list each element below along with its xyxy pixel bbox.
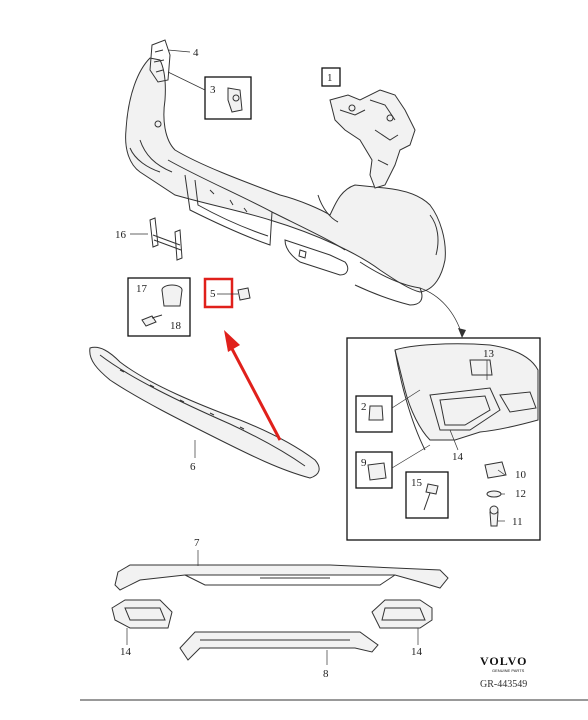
brand-tagline: GENUINE PARTS [492,668,525,673]
callout-14-right: 14 [411,646,423,658]
callout-15: 15 [411,477,423,489]
callout-labels: 1 2 3 4 5 6 7 8 9 10 11 12 13 14 14 14 1… [115,47,527,680]
callout-16: 16 [115,229,127,241]
callout-9: 9 [361,457,367,469]
callout-6: 6 [190,461,196,473]
lower-trim-part-8[interactable] [179,631,379,661]
callout-3: 3 [210,84,216,96]
detail-inset-panel [346,337,541,541]
rear-bumper-cover[interactable] [125,39,446,306]
callout-2: 2 [361,401,367,413]
exhaust-tip-left-part-14[interactable] [111,599,173,629]
callout-18: 18 [170,320,182,332]
callout-14-left: 14 [120,646,132,658]
rear-diffuser-part-7[interactable] [114,564,449,591]
callout-4: 4 [193,47,199,59]
callout-11: 11 [512,516,523,528]
callout-1: 1 [327,72,333,84]
clip-bracket-part-16[interactable] [149,217,183,261]
drawing-code: GR-443549 [480,679,527,690]
callout-5: 5 [210,288,216,300]
callout-12: 12 [515,488,526,500]
exhaust-tip-right-part-14[interactable] [371,599,433,629]
callout-14-inset: 14 [452,451,464,463]
bumper-bracket-part-1[interactable] [329,89,416,189]
lower-trim-strip-part-6[interactable] [89,346,320,479]
callout-17: 17 [136,283,148,295]
part-box-17-18[interactable] [127,277,191,337]
brand-block: VOLVO GENUINE PARTS GR-443549 [480,654,527,690]
callout-8: 8 [323,668,329,680]
callout-7: 7 [194,537,200,549]
callout-13: 13 [483,348,495,360]
part-box-1[interactable] [321,67,341,87]
callout-10: 10 [515,469,527,481]
highlight-arrow-icon [224,330,282,441]
part-box-3[interactable] [204,76,252,120]
leader-lines [126,49,506,665]
brand-name: VOLVO [480,654,527,668]
part-box-5-highlighted[interactable] [203,277,251,309]
